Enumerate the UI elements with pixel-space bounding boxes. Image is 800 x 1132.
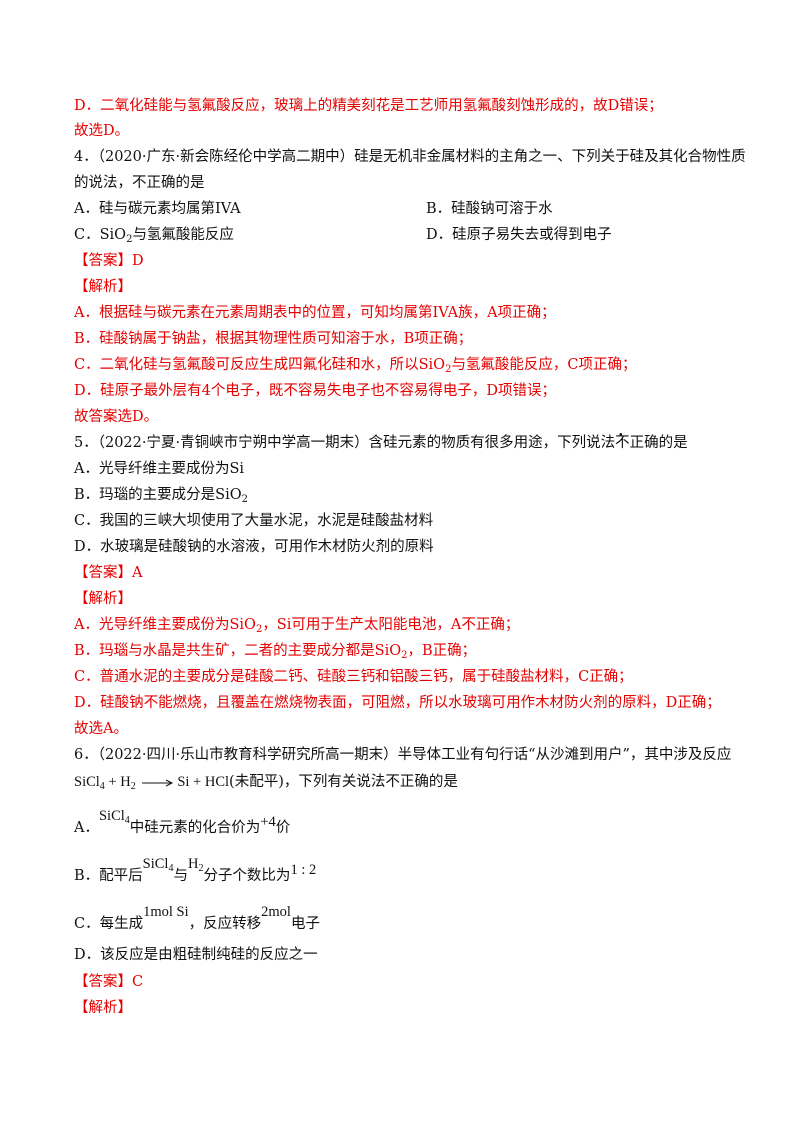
q5-conclusion: 故选A。: [74, 721, 128, 737]
q5-option-c: C．我国的三峡大坝使用了大量水泥，水泥是硅酸盐材料: [74, 513, 434, 529]
q5-analysis-d: D．硅酸钠不能燃烧，且覆盖在燃烧物表面，可阻燃，所以水玻璃可用作木材防火剂的原料…: [74, 695, 721, 711]
emphasis-dot: 不: [615, 435, 630, 451]
prev-conclusion: 故选D。: [74, 123, 130, 139]
q6-b-formula1: SiCl4: [142, 856, 174, 874]
q5-option-b: B．玛瑙的主要成分是SiO2: [74, 487, 248, 505]
q4-answer: 【答案】D: [74, 253, 144, 269]
q5-analysis-b: B．玛瑙与水晶是共生矿，二者的主要成分都是SiO2，B正确；: [74, 643, 477, 661]
q6-b-formula2: H2: [187, 856, 204, 874]
q4-analysis-a: A．根据硅与碳元素在元素周期表中的位置，可知均属第IVA族，A项正确；: [74, 305, 556, 321]
q4-analysis-d: D．硅原子最外层有4个电子，既不容易失电子也不容易得电子，D项错误；: [74, 383, 556, 399]
q6-option-c: C．每生成1mol Si，反应转移2mol电子: [74, 904, 320, 932]
q6-equation-line: SiCl4 + H2 Si + HCl(未配平)，下列有关说法不正确的是: [74, 772, 458, 797]
q4-options-row2: C．SiO2与氢氟酸能反应 D．硅原子易失去或得到电子: [74, 225, 734, 250]
q4-option-a: A．硅与碳元素均属第IVA: [74, 201, 241, 217]
q6-answer: 【答案】C: [74, 974, 144, 990]
q5-option-d: D．水玻璃是硅酸钠的水溶液，可用作木材防火剂的原料: [74, 539, 434, 555]
q4-stem-line2: 的说法，不正确的是: [74, 175, 205, 191]
q5-stem: 5．（2022·宁夏·青铜峡市宁朔中学高一期末）含硅元素的物质有很多用途，下列说…: [74, 433, 688, 453]
prev-analysis-d: D．二氧化硅能与氢氟酸反应，玻璃上的精美刻花是工艺师用氢氟酸刻蚀形成的，故D错误…: [74, 98, 663, 114]
q6-equation-note: (未配平)，下列有关说法不正确的是: [229, 774, 458, 790]
q4-options-row1: A．硅与碳元素均属第IVA B．硅酸钠可溶于水: [74, 199, 734, 219]
q4-option-c: C．SiO2与氢氟酸能反应: [74, 227, 234, 245]
q4-analysis-b: B．硅酸钠属于钠盐，根据其物理性质可知溶于水，B项正确；: [74, 331, 473, 347]
q5-answer: 【答案】A: [74, 565, 143, 581]
q6-a-formula: SiCl4: [98, 808, 130, 826]
q5-analysis-c: C．普通水泥的主要成分是硅酸二钙、硅酸三钙和铝酸三钙，属于硅酸盐材料，C正确；: [74, 669, 633, 685]
q4-analysis-label: 【解析】: [74, 279, 132, 295]
q4-option-d: D．硅原子易失去或得到电子: [426, 227, 612, 243]
q6-option-a: A．SiCl4中硅元素的化合价为+4价: [74, 808, 291, 836]
reaction-arrow-icon: [142, 779, 174, 787]
q4-stem-line1: 4．（2020·广东·新会陈经伦中学高二期中）硅是无机非金属材料的主角之一、下列…: [74, 149, 746, 165]
q4-conclusion: 故答案选D。: [74, 409, 159, 425]
q6-equation: SiCl4 + H2 Si + HCl: [74, 774, 230, 792]
q4-analysis-c: C．二氧化硅与氢氟酸可反应生成四氟化硅和水，所以SiO2与氢氟酸能反应，C项正确…: [74, 357, 637, 375]
q6-stem-line1: 6．（2022·四川·乐山市教育科学研究所高一期末）半导体工业有句行话“从沙滩到…: [74, 747, 732, 763]
q5-option-a: A．光导纤维主要成份为Si: [74, 461, 245, 477]
q6-option-d: D．该反应是由粗硅制纯硅的反应之一: [74, 947, 318, 963]
q5-analysis-a: A．光导纤维主要成份为SiO2，Si可用于生产太阳能电池，A不正确；: [74, 617, 520, 635]
q6-option-b: B．配平后SiCl4与H2分子个数比为1 : 2: [74, 856, 317, 884]
q5-analysis-label: 【解析】: [74, 591, 132, 607]
q6-analysis-label: 【解析】: [74, 1000, 132, 1016]
q4-option-b: B．硅酸钠可溶于水: [426, 201, 553, 217]
